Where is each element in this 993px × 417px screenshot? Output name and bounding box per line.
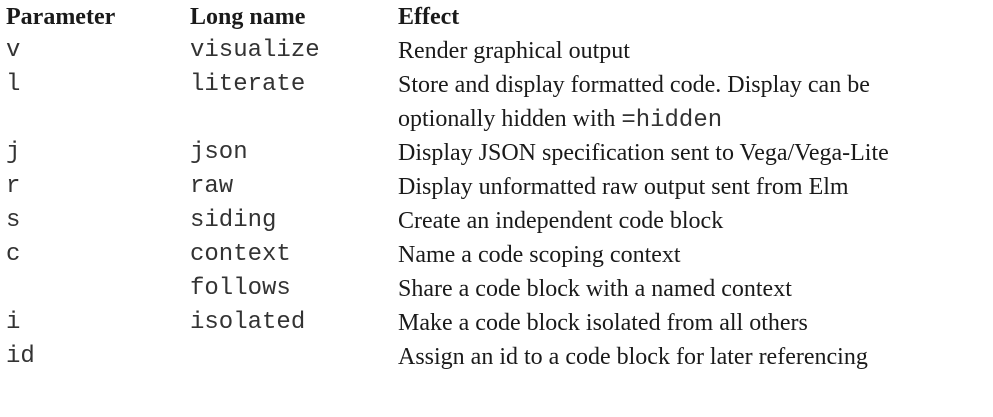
effect-cell: Render graphical output: [398, 38, 630, 64]
effect-cell: Store and display formatted code. Displa…: [398, 68, 988, 138]
param-cell: v: [6, 37, 21, 64]
effect-line-1: Store and display formatted code. Displa…: [398, 72, 870, 98]
header-long-name: Long name: [190, 4, 306, 30]
long-name-cell: json: [190, 139, 248, 166]
long-name-cell: siding: [190, 207, 277, 234]
table-header-row: Parameter Long name Effect: [0, 0, 993, 34]
table-row: s siding Create an independent code bloc…: [0, 204, 993, 238]
table-row: follows Share a code block with a named …: [0, 272, 993, 306]
long-name-cell: visualize: [190, 37, 320, 64]
effect-cell: Assign an id to a code block for later r…: [398, 344, 868, 370]
param-cell: s: [6, 207, 21, 234]
effect-cell: Share a code block with a named context: [398, 276, 792, 302]
parameters-table: Parameter Long name Effect v visualize R…: [0, 0, 993, 374]
effect-line-2-text: optionally hidden with: [398, 106, 622, 132]
table-row: id Assign an id to a code block for late…: [0, 340, 993, 374]
effect-cell: Display unformatted raw output sent from…: [398, 174, 849, 200]
param-cell: r: [6, 173, 21, 200]
effect-cell: Display JSON specification sent to Vega/…: [398, 140, 889, 166]
effect-line-2: optionally hidden with =hidden: [398, 102, 988, 138]
param-cell: c: [6, 241, 21, 268]
effect-cell: Name a code scoping context: [398, 242, 681, 268]
effect-cell: Create an independent code block: [398, 208, 724, 234]
param-cell: i: [6, 309, 21, 336]
long-name-cell: raw: [190, 173, 234, 200]
param-cell: id: [6, 343, 35, 370]
param-cell: l: [6, 71, 21, 98]
long-name-cell: isolated: [190, 309, 306, 336]
header-effect: Effect: [398, 4, 460, 30]
long-name-cell: follows: [190, 275, 291, 302]
table-row: i isolated Make a code block isolated fr…: [0, 306, 993, 340]
effect-inline-code: =hidden: [621, 107, 723, 134]
long-name-cell: literate: [190, 71, 306, 98]
table-row: j json Display JSON specification sent t…: [0, 136, 993, 170]
table-row: l literate Store and display formatted c…: [0, 68, 993, 136]
param-cell: j: [6, 139, 21, 166]
long-name-cell: context: [190, 241, 291, 268]
table-row: v visualize Render graphical output: [0, 34, 993, 68]
table-row: c context Name a code scoping context: [0, 238, 993, 272]
table-row: r raw Display unformatted raw output sen…: [0, 170, 993, 204]
effect-cell: Make a code block isolated from all othe…: [398, 310, 808, 336]
header-parameter: Parameter: [6, 4, 116, 30]
